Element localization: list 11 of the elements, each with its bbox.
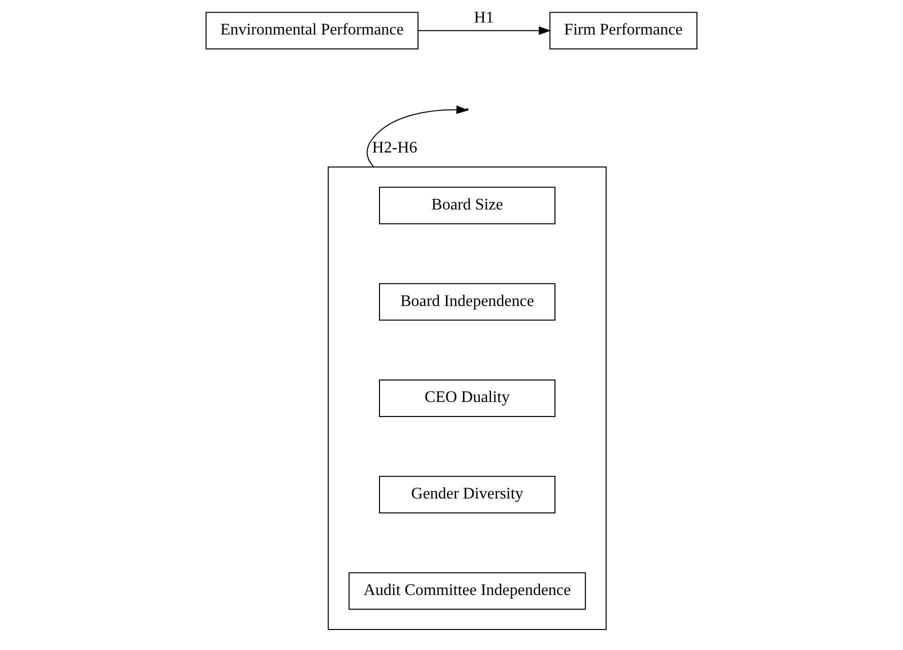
node-box: Board Independence [378,283,556,321]
edge-label: H1 [474,8,494,26]
arrow [418,26,552,35]
node-box: Environmental Performance [206,12,419,50]
node-box: CEO Duality [378,379,556,418]
node-box: Firm Performance [549,12,698,50]
cluster [328,166,607,630]
node-box: Board Size [378,186,556,224]
edge-label: H2-H6 [372,138,418,157]
node-box: Audit Committee Independence [348,572,586,610]
node-box: Gender Diversity [378,476,556,514]
